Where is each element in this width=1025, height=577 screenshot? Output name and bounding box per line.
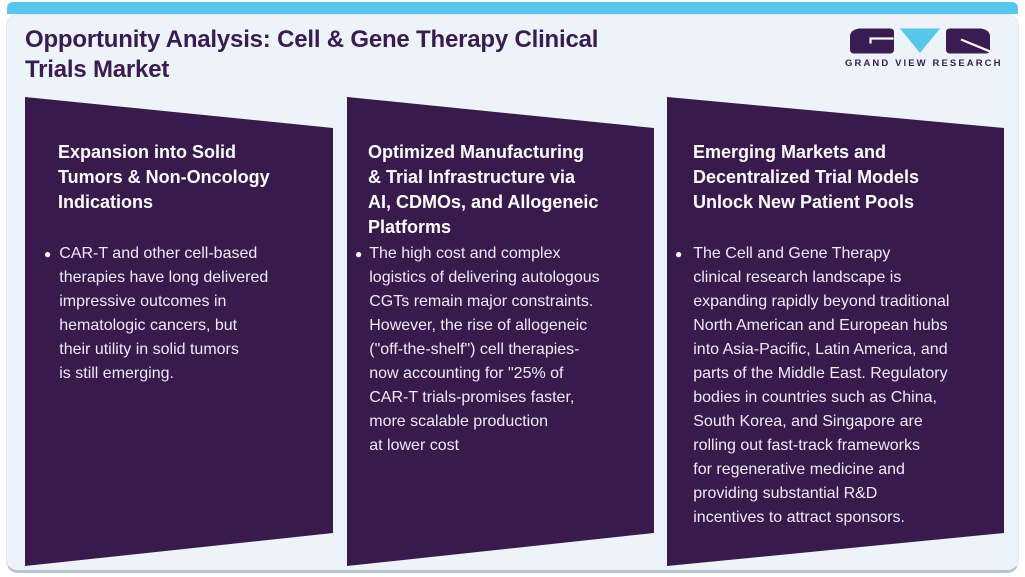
page-title: Opportunity Analysis: Cell & Gene Therap…	[25, 26, 599, 83]
panel-solid-tumors: Expansion into Solid Tumors & Non-Oncolo…	[25, 97, 333, 566]
panel-manufacturing: Optimized Manufacturing & Trial Infrastr…	[347, 97, 654, 566]
bullet-dot-icon: ●	[675, 247, 683, 261]
bullet-text-manufacturing: The high cost and complex logistics of d…	[369, 245, 600, 454]
bullet-dot-icon: ●	[355, 247, 363, 261]
panel-heading-emerging-markets: Emerging Markets and Decentralized Trial…	[693, 142, 920, 212]
top-accent-bar	[7, 2, 1018, 14]
panel-heading-manufacturing: Optimized Manufacturing & Trial Infrastr…	[368, 142, 599, 237]
gvr-logo-text: GRAND VIEW RESEARCH	[845, 58, 1003, 69]
panel-emerging-markets: Emerging Markets and Decentralized Trial…	[667, 97, 1004, 566]
bullet-dot-icon: ●	[44, 247, 52, 261]
bullet-item: ● CAR-T and other cell-based therapies h…	[44, 242, 323, 386]
bullet-text-solid-tumors: CAR-T and other cell-based therapies hav…	[59, 245, 269, 382]
bullet-item: ● The Cell and Gene Therapy clinical res…	[675, 242, 996, 530]
panel-heading-solid-tumors: Expansion into Solid Tumors & Non-Oncolo…	[58, 142, 270, 212]
bullet-text-emerging-markets: The Cell and Gene Therapy clinical resea…	[693, 245, 950, 526]
bullet-item: ● The high cost and complex logistics of…	[355, 242, 646, 458]
gvr-logo-icon	[850, 28, 990, 54]
gvr-logo: GRAND VIEW RESEARCH	[845, 28, 1003, 69]
